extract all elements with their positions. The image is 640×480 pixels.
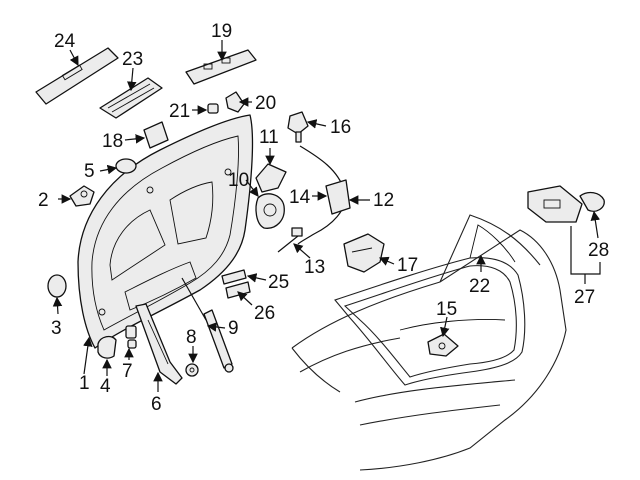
part-10-latch xyxy=(255,193,285,229)
part-8-nut xyxy=(185,363,199,377)
callout-3: 3 xyxy=(51,318,62,339)
callout-16: 16 xyxy=(330,117,351,138)
callout-21: 21 xyxy=(169,101,190,122)
part-20-clip xyxy=(225,91,245,113)
part-28-bulb xyxy=(579,191,605,212)
callout-8: 8 xyxy=(186,327,197,348)
callout-6: 6 xyxy=(151,394,162,415)
car-rear-body xyxy=(291,214,567,471)
leader-lines xyxy=(52,40,601,392)
callout-23: 23 xyxy=(122,49,143,70)
callout-15: 15 xyxy=(436,299,457,320)
part-15-hook xyxy=(427,333,459,357)
callout-25: 25 xyxy=(268,272,289,293)
part-13-rod xyxy=(277,227,303,253)
callout-28: 28 xyxy=(588,240,609,261)
callout-11: 11 xyxy=(259,127,279,148)
callout-9: 9 xyxy=(228,318,239,339)
callout-24: 24 xyxy=(54,31,76,52)
part-7-clip xyxy=(125,325,137,349)
part-2-cap xyxy=(69,185,95,207)
part-16-cylinder xyxy=(287,111,309,143)
callout-12: 12 xyxy=(373,190,394,211)
part-23-panel xyxy=(99,77,163,119)
callout-13: 13 xyxy=(304,257,325,278)
part-6-hinge xyxy=(135,303,183,385)
part-17-striker xyxy=(343,233,385,273)
callout-10: 10 xyxy=(228,170,249,191)
part-5-bumper-stop xyxy=(115,158,137,174)
trunk-lid xyxy=(77,114,254,349)
part-4-bumper xyxy=(97,335,117,359)
callout-17: 17 xyxy=(397,255,418,276)
part-24-trim-strip xyxy=(35,47,119,105)
callout-5: 5 xyxy=(84,161,95,182)
callout-1: 1 xyxy=(79,373,90,394)
part-9-strut xyxy=(181,277,234,373)
callout-26: 26 xyxy=(254,303,275,324)
callout-4: 4 xyxy=(100,376,111,397)
part-3-plug xyxy=(47,274,67,298)
callout-20: 20 xyxy=(255,93,276,114)
part-21-grommet xyxy=(207,103,219,114)
callout-7: 7 xyxy=(122,361,133,382)
part-14-cover xyxy=(325,179,351,215)
callout-2: 2 xyxy=(38,190,49,211)
callout-22: 22 xyxy=(469,276,490,297)
callout-19: 19 xyxy=(211,21,232,42)
callout-27: 27 xyxy=(574,287,595,308)
part-19-bracket xyxy=(185,49,257,85)
part-26-bracket xyxy=(225,281,251,299)
callout-labels: 1 2 3 4 5 6 7 8 9 10 11 12 13 14 15 16 1… xyxy=(38,21,609,415)
part-27-module xyxy=(527,185,583,223)
part-12-cable xyxy=(297,145,346,245)
part-18-bracket xyxy=(143,121,169,149)
callout-18: 18 xyxy=(102,131,123,152)
part-11-switch xyxy=(255,163,287,193)
callout-14: 14 xyxy=(289,187,311,208)
part-25-bracket xyxy=(221,269,247,285)
